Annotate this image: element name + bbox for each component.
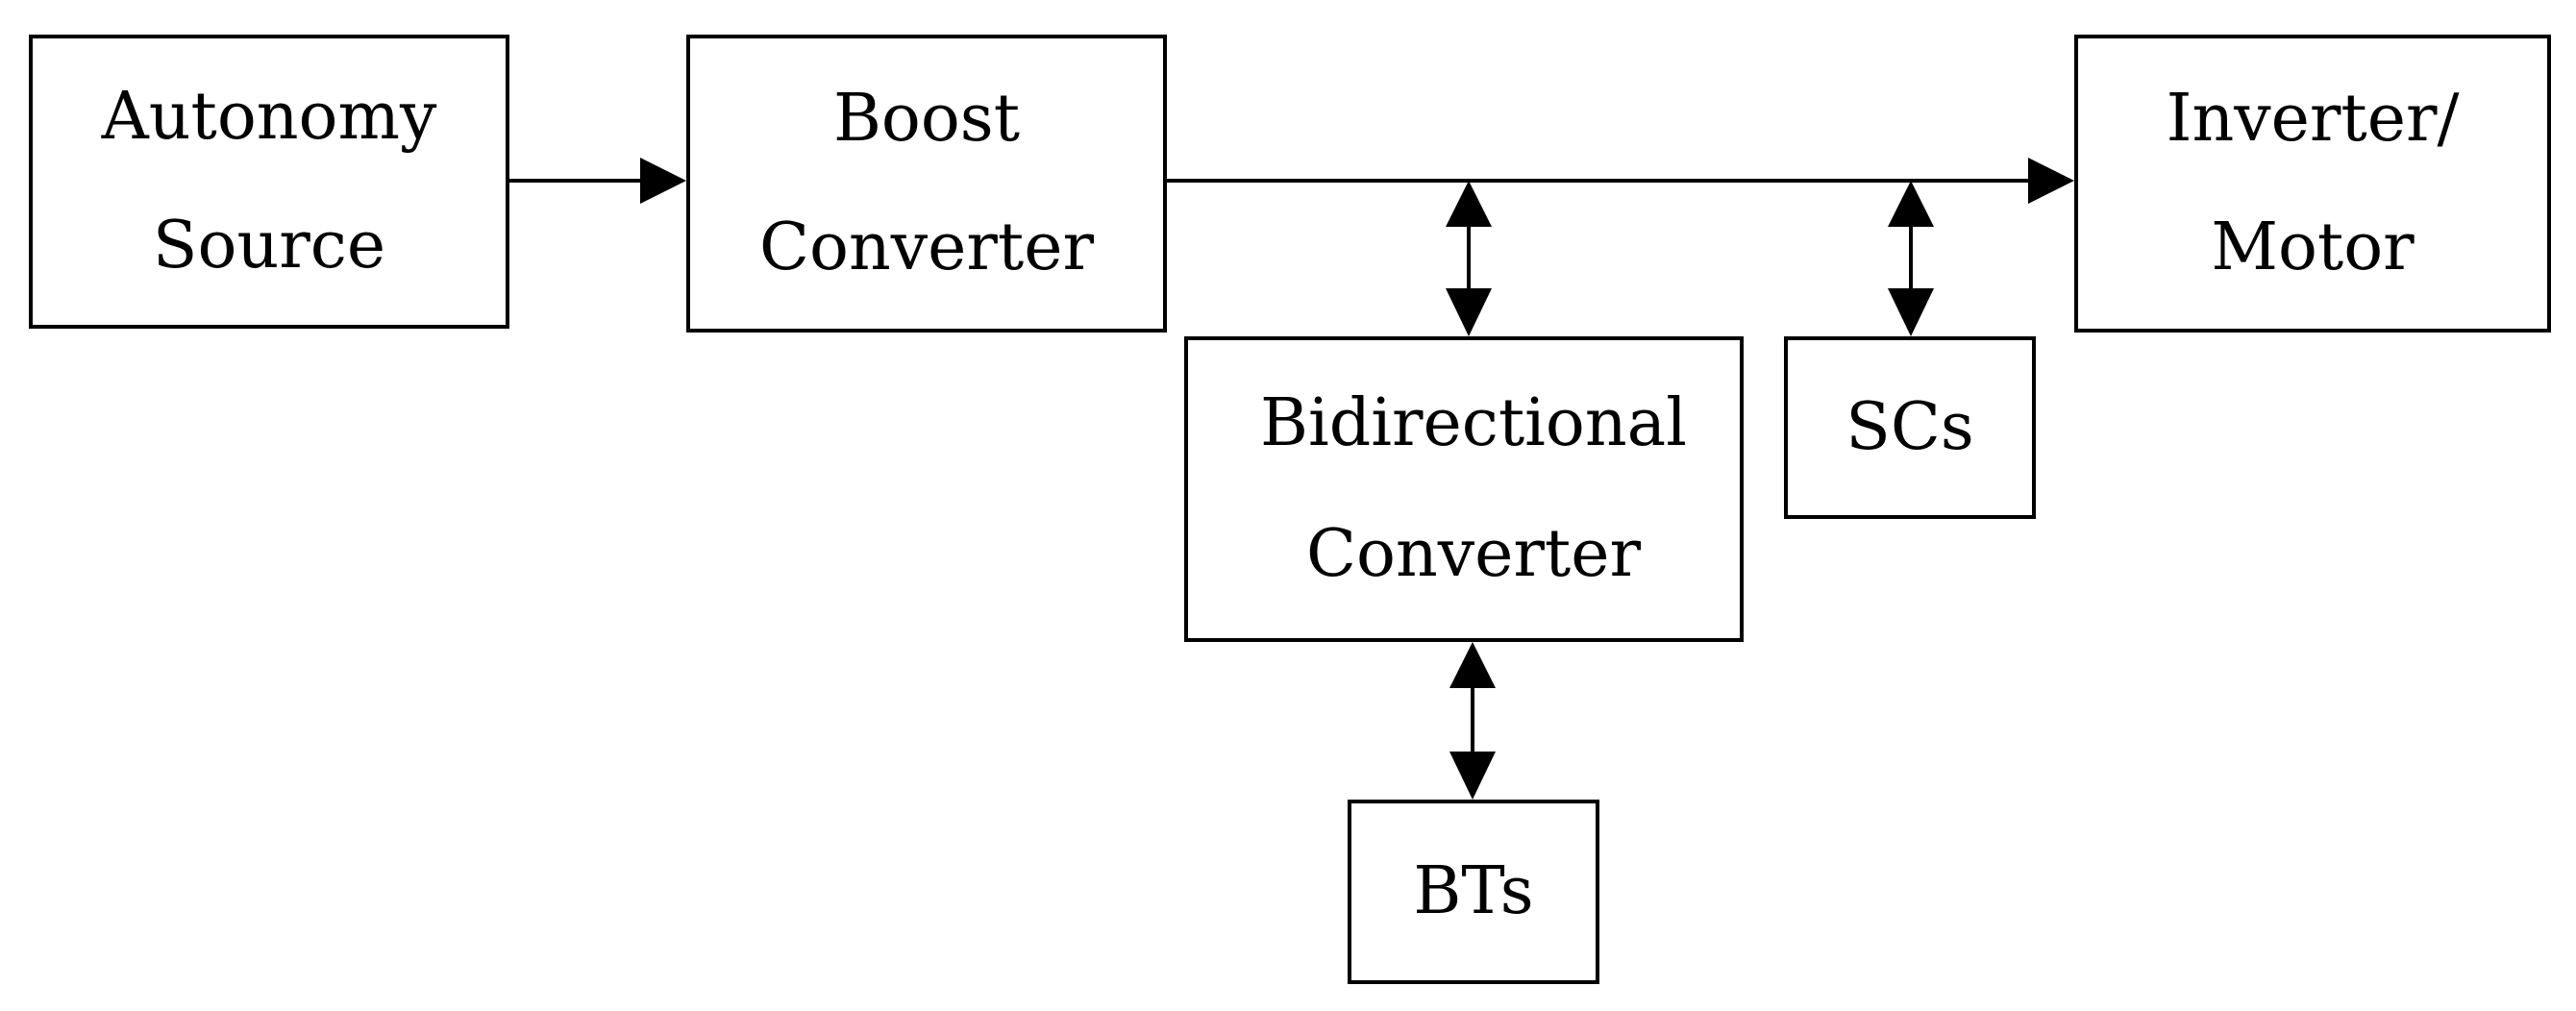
inverter-motor-line1: Inverter/ bbox=[2166, 81, 2460, 157]
bidirectional-arrow-bus-to-bidir-converter bbox=[1446, 181, 1492, 336]
arrow-source-to-boost bbox=[509, 158, 686, 204]
supercapacitors-label: SCs bbox=[1845, 389, 1974, 465]
bidirectional-converter-line2: Converter bbox=[1305, 516, 1641, 592]
inverter-motor-block: Inverter/ Motor bbox=[2074, 35, 2551, 333]
dc-bus-arrow-to-inverter bbox=[1167, 158, 2074, 204]
boost-converter-line1: Boost bbox=[832, 81, 1021, 157]
autonomy-source-line2: Source bbox=[152, 208, 386, 284]
bidirectional-arrow-bus-to-scs bbox=[1888, 181, 1934, 336]
autonomy-source-line1: Autonomy bbox=[101, 79, 437, 155]
batteries-block: BTs bbox=[1348, 800, 1599, 984]
bidirectional-converter-line1: Bidirectional bbox=[1260, 385, 1687, 461]
bidirectional-converter-block: Bidirectional Converter bbox=[1184, 336, 1744, 642]
inverter-motor-line2: Motor bbox=[2211, 210, 2415, 285]
boost-converter-block: Boost Converter bbox=[686, 35, 1167, 333]
batteries-label: BTs bbox=[1413, 853, 1534, 929]
autonomy-source-block: Autonomy Source bbox=[29, 35, 509, 329]
bidirectional-arrow-converter-to-bts bbox=[1449, 642, 1496, 800]
boost-converter-line2: Converter bbox=[758, 210, 1094, 285]
supercapacitors-block: SCs bbox=[1784, 336, 2036, 519]
